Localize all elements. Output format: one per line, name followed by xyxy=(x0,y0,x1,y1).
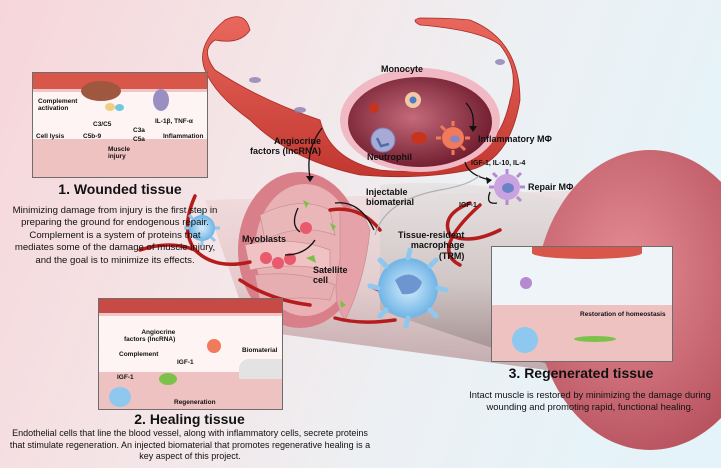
red-blood-cell-icon xyxy=(369,103,379,113)
panel3-title: 3. Regenerated tissue xyxy=(508,365,654,381)
label-c3c5: C3/C5 xyxy=(93,121,112,128)
myoblast-icons xyxy=(260,222,312,269)
label-myoblasts: Myoblasts xyxy=(242,234,287,244)
panel3-description: Intact muscle is restored by minimizing … xyxy=(469,389,711,413)
satellite-cell-icon xyxy=(159,373,177,385)
regenerated-tissue-inset: Restoration of homeostasis xyxy=(491,246,673,362)
label-igf1: IGF-1 xyxy=(459,202,477,209)
panel1-title: 1. Wounded tissue xyxy=(58,181,182,197)
satellite-cell-icon xyxy=(574,336,616,342)
label-igf1-b: IGF-1 xyxy=(117,374,134,381)
complement-protein-icon xyxy=(105,103,115,111)
label-igf1-a: IGF-1 xyxy=(177,359,194,366)
biomaterial-icon xyxy=(239,359,282,379)
mast-cell-icon xyxy=(153,89,169,111)
panel2-description: Endothelial cells that line the blood ve… xyxy=(9,428,371,462)
tissue-resident-macrophage-icon xyxy=(367,247,449,329)
label-neutrophil: Neutrophil xyxy=(367,152,412,162)
inflammatory-macrophage-icon xyxy=(207,339,221,353)
panel2-title: 2. Healing tissue xyxy=(134,411,245,427)
label-repair-macrophage: Repair MΦ xyxy=(528,182,574,192)
label-inflammatory-macrophage: Inflammatory MΦ xyxy=(478,134,552,144)
label-il1-tnf: IL-1β, TNF-α xyxy=(155,118,193,125)
label-c5a: C5a xyxy=(133,136,145,143)
label-c3a: C3a xyxy=(133,127,145,134)
panel1-description: Minimizing damage from injury is the fir… xyxy=(12,205,218,266)
label-cell-lysis: Cell lysis xyxy=(36,133,65,140)
label-cytokines: IGF-1, IL-10, IL-4 xyxy=(471,160,526,167)
red-blood-cell-icon xyxy=(411,132,427,144)
tissue-resident-macrophage-icon xyxy=(512,327,538,353)
tissue-resident-macrophage-icon xyxy=(109,387,131,407)
damaged-cell-icon xyxy=(81,81,121,101)
repair-macrophage-icon xyxy=(520,277,532,289)
inflammatory-macrophage-icon xyxy=(436,121,470,155)
complement-protein-icon xyxy=(115,104,124,111)
satellite-cell-icons xyxy=(303,200,346,308)
repair-macrophage-icon xyxy=(489,169,525,205)
label-homeostasis: Restoration of homeostasis xyxy=(580,311,666,318)
label-inflammation: Inflammation xyxy=(163,133,204,140)
label-complement: Complement xyxy=(119,351,159,358)
label-regeneration: Regeneration xyxy=(174,399,216,406)
macrophage-icon xyxy=(184,210,220,246)
label-monocyte: Monocyte xyxy=(381,64,424,74)
arrows xyxy=(284,102,498,256)
label-biomaterial: Biomaterial xyxy=(242,347,278,354)
label-c5b9: C5b-9 xyxy=(83,133,102,140)
neutrophil-icon xyxy=(370,127,396,153)
